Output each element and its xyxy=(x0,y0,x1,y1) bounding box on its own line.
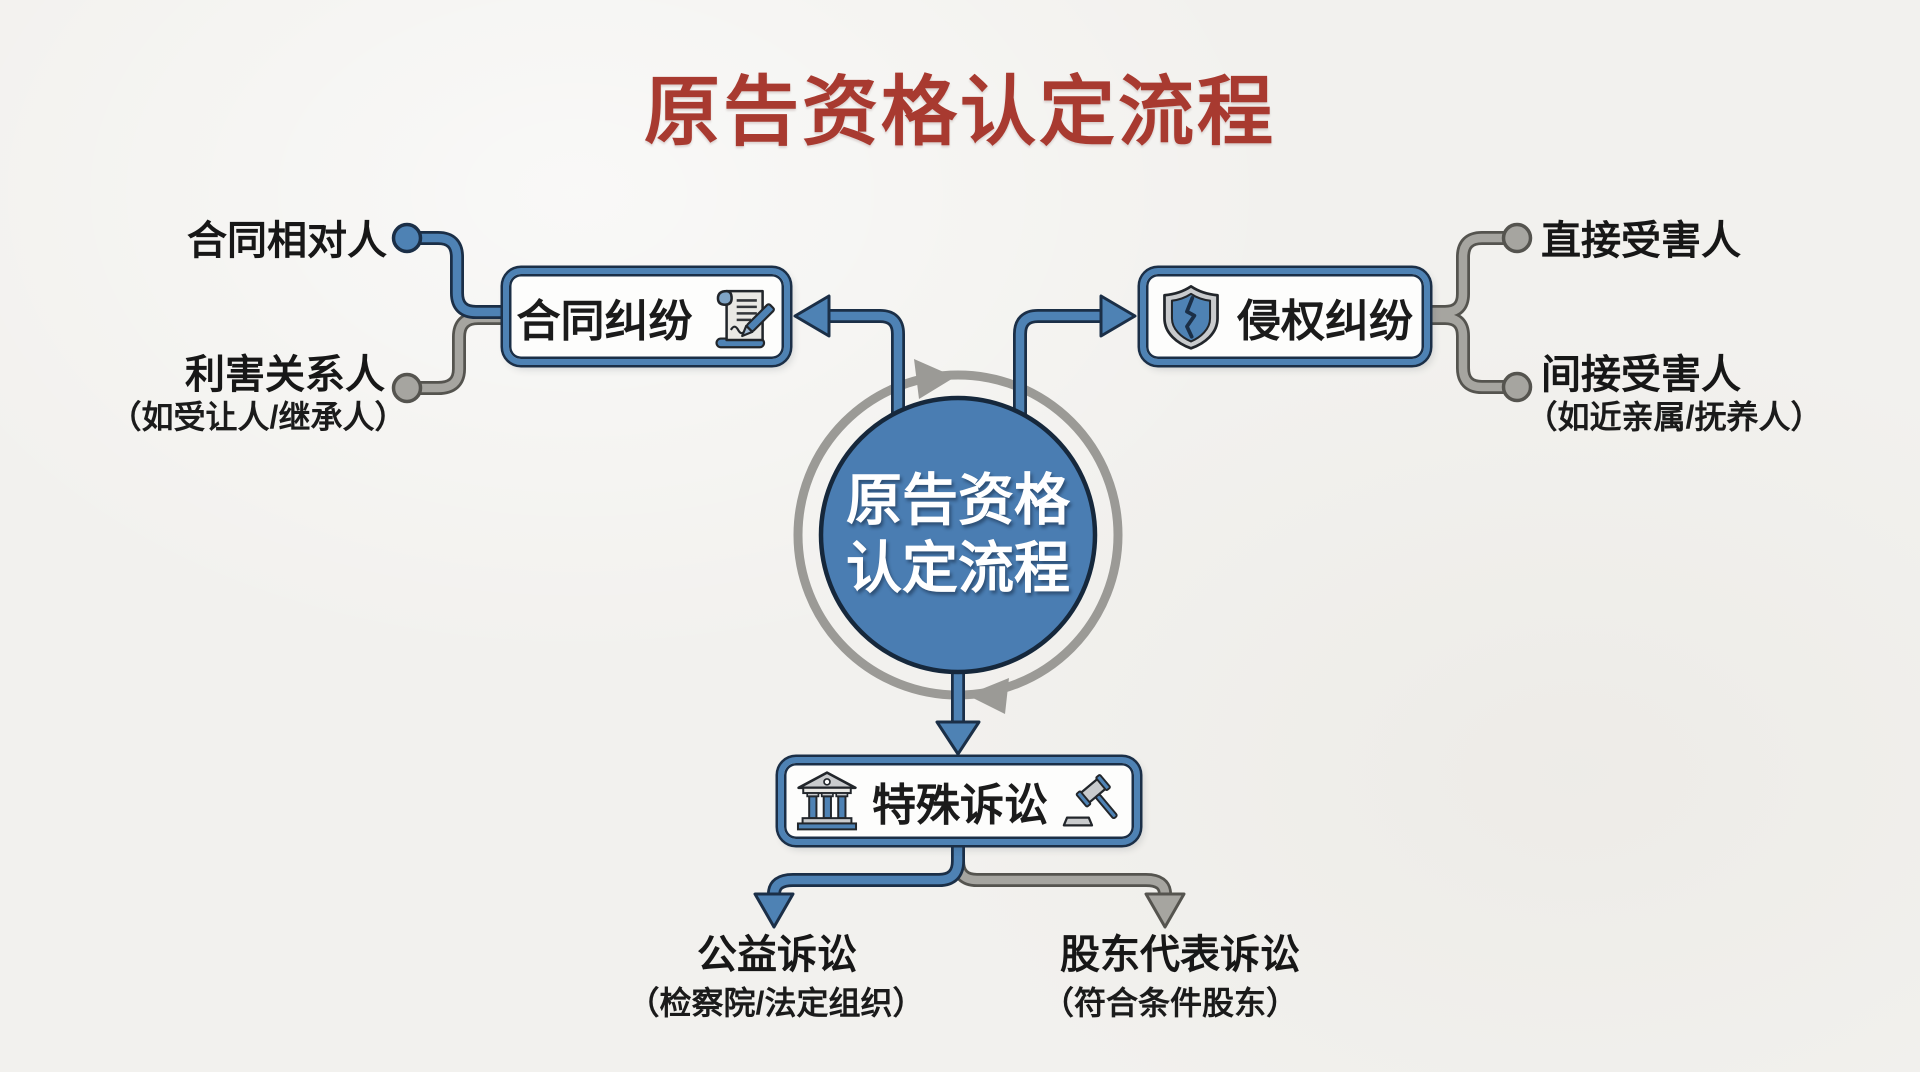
node-tort-label: 侵权纠纷 xyxy=(1237,296,1413,346)
node-special-litigation: 特殊诉讼 xyxy=(778,757,1140,845)
page-title: 原告资格认定流程 xyxy=(644,70,1276,155)
branch-contract-counterparty-label: 合同相对人 xyxy=(187,219,387,263)
center-node-line2: 认定流程 xyxy=(846,537,1070,600)
branch-contract-counterparty: 合同相对人 xyxy=(187,208,387,266)
node-tort-dispute: 侵权纠纷 xyxy=(1140,268,1430,365)
gavel-icon xyxy=(1062,774,1118,827)
branch-public-interest-label: 公益诉讼 xyxy=(697,933,857,977)
center-node-line1: 原告资格 xyxy=(846,468,1070,532)
node-contract-dispute: 合同纠纷 xyxy=(503,268,790,365)
connector-contract-counterparty xyxy=(391,222,505,319)
center-node-label: 原告资格 认定流程 xyxy=(846,467,1070,604)
public-interest-arrowhead xyxy=(753,892,795,929)
connector-center-to-contract xyxy=(793,294,905,414)
contract-scroll-icon xyxy=(714,289,775,348)
node-contract-label: 合同纠纷 xyxy=(516,296,693,346)
branch-indirect-victim-label: 间接受害人 xyxy=(1541,353,1741,397)
branch-indirect-victim-note: （如近亲属/抚养人） xyxy=(1525,399,1823,435)
branch-interested-party-note: （如受让人/继承人） xyxy=(109,399,407,435)
center-node-circle xyxy=(818,395,1098,675)
branch-public-interest-note: （检察院/法定组织） xyxy=(627,985,925,1021)
branch-interested-party: 利害关系人 xyxy=(185,342,385,400)
connector-tort-bracket xyxy=(1432,222,1533,403)
node-special-label: 特殊诉讼 xyxy=(872,781,1048,830)
branch-direct-victim-label: 直接受害人 xyxy=(1541,219,1741,263)
branch-public-interest-litigation: 公益诉讼 xyxy=(697,922,857,980)
cycle-arrowhead-bottom xyxy=(967,678,1009,714)
shareholder-arrowhead xyxy=(1144,892,1186,929)
branch-indirect-victim: 间接受害人 xyxy=(1541,342,1741,400)
tort-arrowhead xyxy=(1099,294,1137,338)
branch-interested-party-label: 利害关系人 xyxy=(185,353,385,397)
courthouse-icon xyxy=(796,771,858,831)
connector-public-interest-branch xyxy=(753,843,965,929)
broken-shield-icon xyxy=(1163,284,1219,350)
branch-shareholder-label: 股东代表诉讼 xyxy=(1060,933,1300,977)
connector-shareholder-branch xyxy=(951,843,1186,929)
cycle-arrowhead-top xyxy=(914,359,955,399)
connector-center-to-special xyxy=(935,662,981,756)
branch-direct-victim: 直接受害人 xyxy=(1541,208,1741,266)
contract-arrowhead xyxy=(793,294,831,338)
branch-shareholder-note: （符合条件股东） xyxy=(1041,985,1299,1021)
connector-center-to-tort xyxy=(1013,294,1137,414)
connector-interested-party xyxy=(391,311,503,404)
special-arrowhead xyxy=(935,720,981,756)
branch-shareholder-litigation: 股东代表诉讼 xyxy=(1060,922,1300,980)
